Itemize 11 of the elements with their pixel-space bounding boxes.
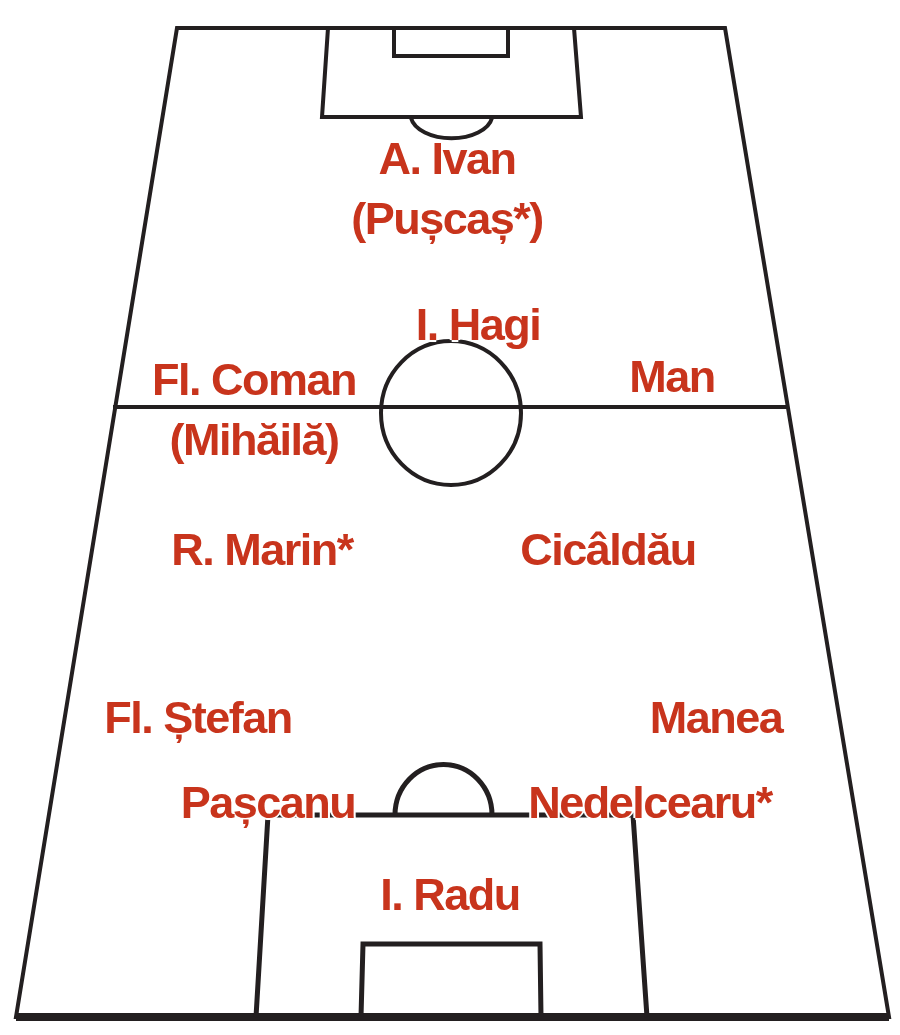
player-name: I. Radu — [380, 868, 520, 922]
player-name: Fl. Coman (Mihăilă) — [151, 353, 357, 467]
player-name: Fl. Ștefan — [104, 691, 292, 745]
player-name: I. Hagi — [415, 298, 541, 352]
player-name: Cicâldău — [520, 523, 696, 577]
player-name: Pașcanu — [180, 776, 356, 830]
player-name: Man — [629, 350, 715, 404]
player-name: Nedelcearu* — [528, 776, 772, 830]
player-name: A. Ivan (Pușcaș*) — [350, 132, 544, 246]
player-name: R. Marin* — [171, 523, 353, 577]
player-name: Manea — [649, 691, 783, 745]
